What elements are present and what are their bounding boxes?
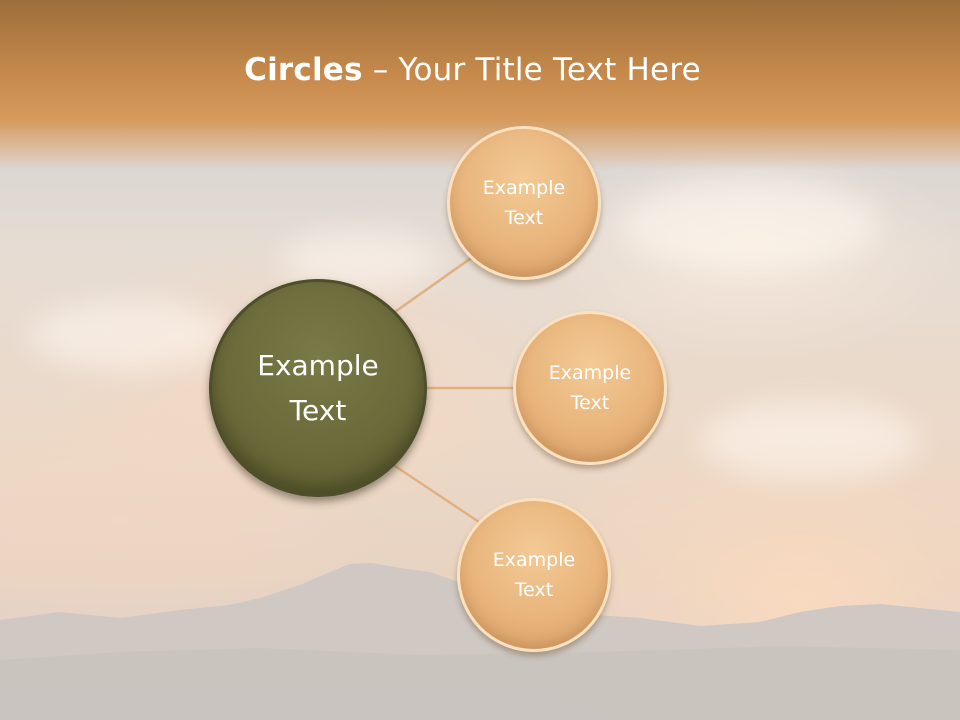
center-circle: Example Text [209, 279, 427, 497]
node-circle-1-line-1: Example [482, 177, 566, 199]
node-circle-1-text: Example Text [483, 173, 565, 233]
center-circle-text: Example Text [257, 343, 378, 433]
slide-title: Circles – Your Title Text Here [0, 52, 945, 88]
cloud [30, 300, 230, 370]
node-circle-2-text: Example Text [549, 358, 631, 418]
node-circle-2-line-1: Example [548, 362, 632, 384]
slide-title-rest: – Your Title Text Here [362, 52, 701, 88]
center-circle-line-2: Text [289, 394, 347, 427]
node-circle-3: Example Text [457, 498, 611, 652]
cloud [620, 180, 880, 270]
slide-title-bold: Circles [244, 52, 363, 88]
connector-to-node-3 [391, 462, 483, 526]
center-circle-line-1: Example [257, 349, 379, 382]
node-circle-1-line-2: Text [504, 207, 544, 229]
node-circle-3-text: Example Text [493, 545, 575, 605]
node-circle-3-line-2: Text [514, 579, 554, 601]
node-circle-2: Example Text [513, 311, 667, 465]
node-circle-2-line-2: Text [570, 392, 610, 414]
connector-to-node-1 [391, 254, 475, 316]
node-circle-1: Example Text [447, 126, 601, 280]
node-circle-3-line-1: Example [492, 549, 576, 571]
cloud [700, 400, 920, 480]
